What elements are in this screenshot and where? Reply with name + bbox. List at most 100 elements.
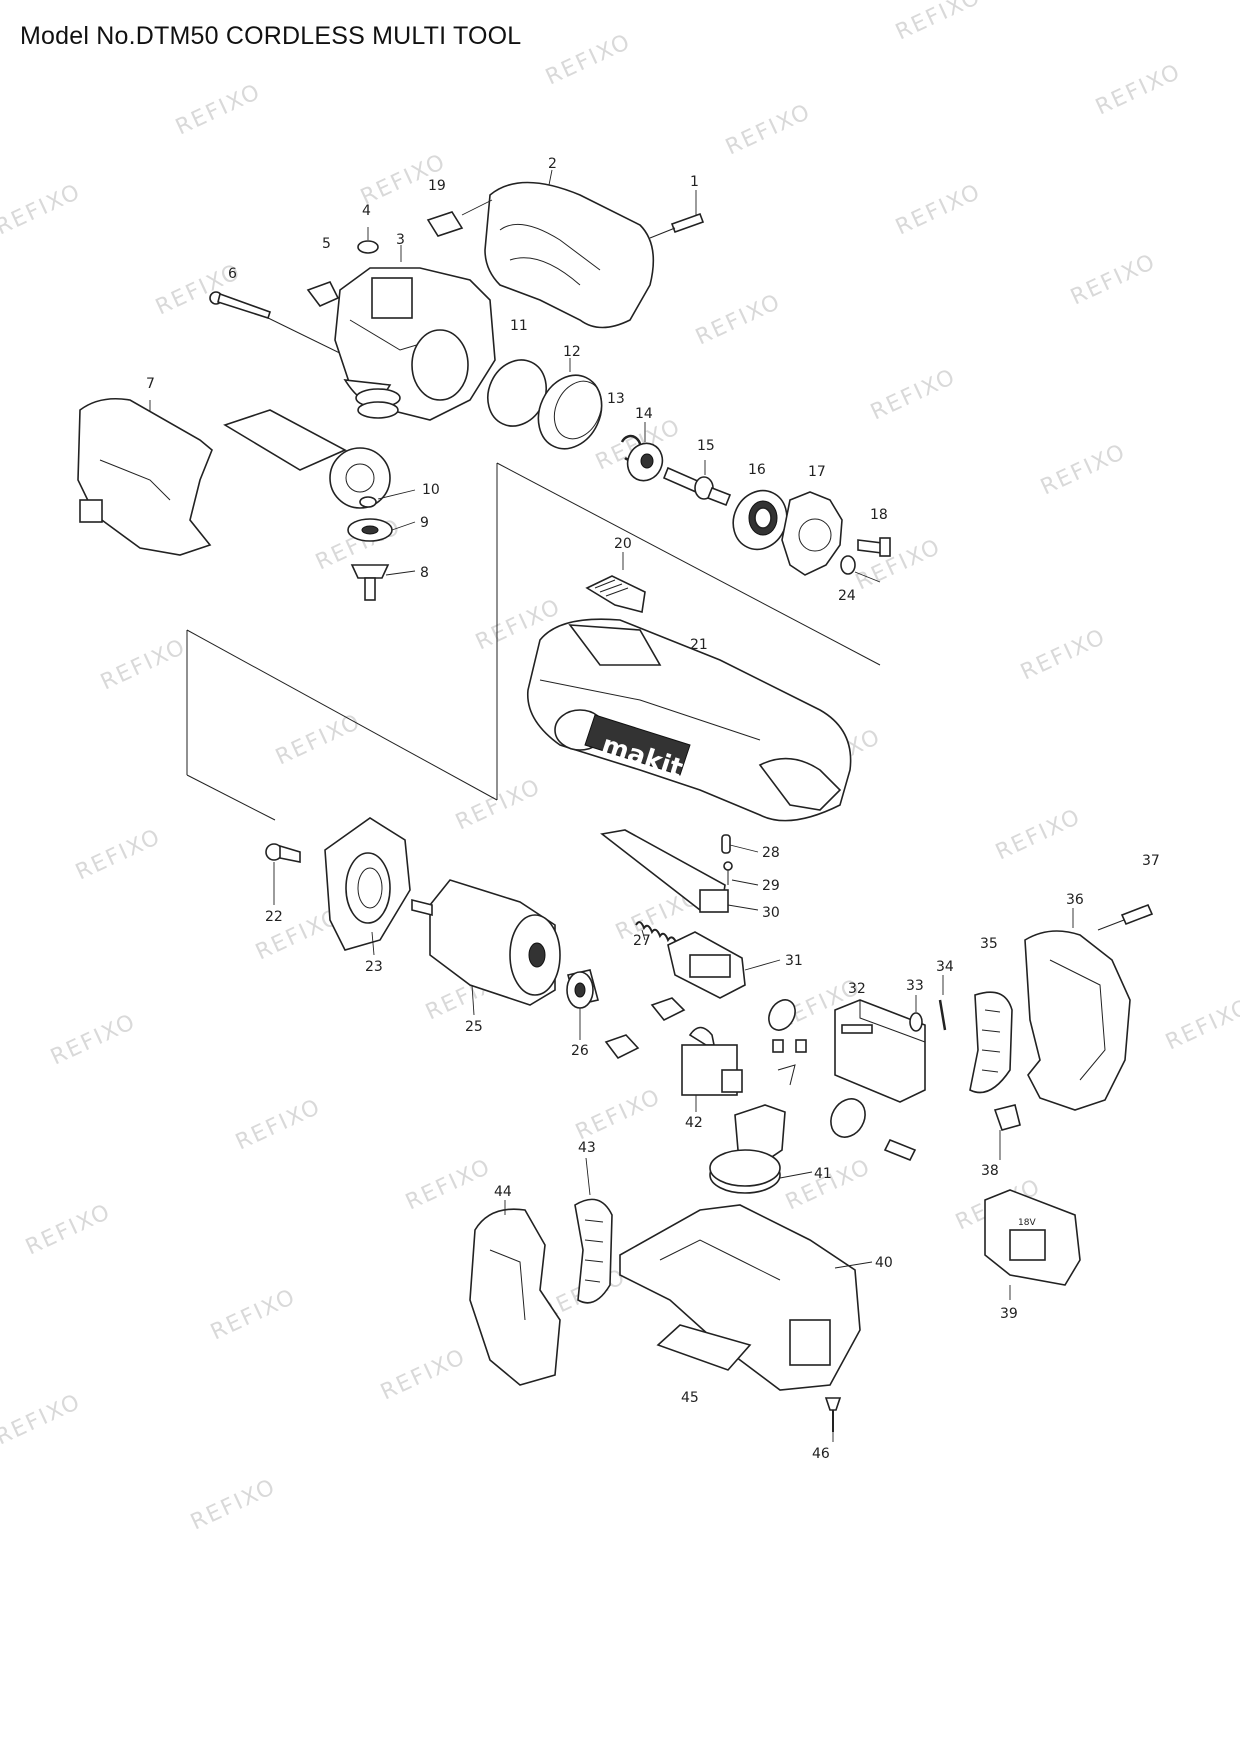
callout-14: 14 — [635, 406, 653, 422]
watermark: REFIXO — [572, 1084, 665, 1145]
watermark: REFIXO — [867, 364, 960, 425]
callout-27: 27 — [633, 933, 651, 949]
callout-12: 12 — [563, 344, 581, 360]
callout-9: 9 — [420, 515, 429, 531]
part-14-bearing — [626, 422, 664, 482]
watermark: REFIXO — [97, 634, 190, 695]
part-38-clip — [993, 1104, 1021, 1160]
part-26-bushing — [566, 969, 599, 1040]
voltage-badge: 18V — [1018, 1218, 1036, 1228]
callout-5: 5 — [322, 236, 331, 252]
part-2-housing-cover — [484, 169, 655, 329]
callout-33: 33 — [906, 978, 924, 994]
callout-28: 28 — [762, 845, 780, 861]
part-3-gear-housing — [334, 245, 496, 421]
part-6-bolt — [209, 291, 272, 320]
part-17-plate — [781, 491, 843, 576]
callout-3: 3 — [396, 232, 405, 248]
part-12-sleeve — [537, 358, 603, 450]
part-39-terminal-housing: 18V — [984, 1189, 1081, 1300]
callout-31: 31 — [785, 953, 803, 969]
callout-32: 32 — [848, 981, 866, 997]
part-44-housing-half — [469, 1200, 561, 1386]
callout-40: 40 — [875, 1255, 893, 1271]
callout-42: 42 — [685, 1115, 703, 1131]
part-32-controller — [834, 999, 926, 1103]
part-10-ring — [359, 489, 416, 508]
callout-29: 29 — [762, 878, 780, 894]
part-9-bearing — [347, 518, 416, 542]
part-46-screw — [824, 1397, 842, 1442]
part-23-motor-flange — [324, 817, 411, 956]
part-36-rear-housing — [1024, 908, 1131, 1111]
watermark: REFIXO — [0, 179, 85, 240]
part-27-spring — [635, 921, 677, 943]
watermark: REFIXO — [782, 1154, 875, 1215]
part-37-screw — [1097, 903, 1154, 931]
part-8-screw — [350, 564, 416, 601]
part-29-pin — [723, 861, 759, 886]
callout-17: 17 — [808, 464, 826, 480]
watermark: REFIXO — [207, 1284, 300, 1345]
watermark: REFIXO — [722, 99, 815, 160]
callout-26: 26 — [571, 1043, 589, 1059]
callout-20: 20 — [614, 536, 632, 552]
callout-2: 2 — [548, 156, 557, 172]
callout-34: 34 — [936, 959, 954, 975]
part-4-washer — [357, 227, 379, 254]
callout-22: 22 — [265, 909, 283, 925]
callout-16: 16 — [748, 462, 766, 478]
part-19-block — [426, 199, 493, 237]
part-24-o-ring — [840, 555, 881, 583]
callout-35: 35 — [980, 936, 998, 952]
watermark: REFIXO — [1037, 439, 1130, 500]
part-22-bolt — [265, 843, 301, 905]
callout-30: 30 — [762, 905, 780, 921]
callout-10: 10 — [422, 482, 440, 498]
assembly-guide-lines — [186, 314, 881, 821]
watermark: REFIXO — [692, 289, 785, 350]
callout-43: 43 — [578, 1140, 596, 1156]
part-21-main-housing — [527, 618, 852, 822]
callout-6: 6 — [228, 266, 237, 282]
callout-23: 23 — [365, 959, 383, 975]
part-43-side-grip — [574, 1157, 613, 1304]
watermark: REFIXO — [172, 79, 265, 140]
callout-11: 11 — [510, 318, 528, 334]
watermark: REFIXO — [377, 1344, 470, 1405]
callout-8: 8 — [420, 565, 429, 581]
callout-labels: 1 2 3 4 5 6 7 8 9 10 11 12 13 14 15 16 1… — [146, 156, 1160, 1462]
watermark: REFIXO — [47, 1009, 140, 1070]
callout-45: 45 — [681, 1390, 699, 1406]
callout-37: 37 — [1142, 853, 1160, 869]
callout-44: 44 — [494, 1184, 512, 1200]
part-25-motor — [411, 879, 561, 1016]
watermark: REFIXO — [72, 824, 165, 885]
callout-18: 18 — [870, 507, 888, 523]
watermark: REFIXO — [892, 179, 985, 240]
callout-25: 25 — [465, 1019, 483, 1035]
part-16-bearing — [732, 489, 788, 551]
callout-1: 1 — [690, 174, 699, 190]
callout-19: 19 — [428, 178, 446, 194]
part-41-fan-gear — [709, 1104, 813, 1194]
callout-38: 38 — [981, 1163, 999, 1179]
watermark: REFIXO — [232, 1094, 325, 1155]
callout-41: 41 — [814, 1166, 832, 1182]
watermark: REFIXO — [1017, 624, 1110, 685]
callout-4: 4 — [362, 203, 371, 219]
callout-15: 15 — [697, 438, 715, 454]
callout-24: 24 — [838, 588, 856, 604]
watermark: REFIXO — [187, 1474, 280, 1535]
callout-36: 36 — [1066, 892, 1084, 908]
part-15-shaft — [662, 460, 732, 507]
part-5-clip — [306, 281, 340, 307]
watermark: REFIXO — [992, 804, 1085, 865]
callout-39: 39 — [1000, 1306, 1018, 1322]
part-18-bolt — [857, 537, 891, 557]
watermark: REFIXO — [272, 709, 365, 770]
watermark: REFIXO — [402, 1154, 495, 1215]
callout-46: 46 — [812, 1446, 830, 1462]
watermark: REFIXO — [22, 1199, 115, 1260]
